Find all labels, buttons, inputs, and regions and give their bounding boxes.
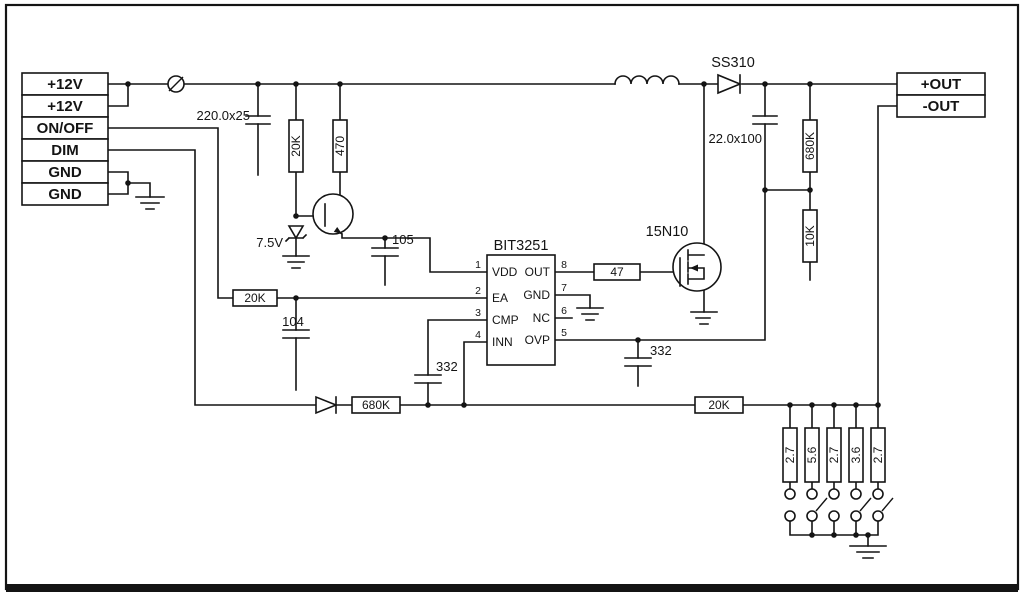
collector-resistor-value: 470 bbox=[333, 136, 347, 156]
base-resistor-value: 20K bbox=[289, 135, 303, 156]
cmp-capacitor-value: 332 bbox=[436, 359, 458, 374]
pin-number: 4 bbox=[475, 329, 481, 341]
sense-resistor-value: 2.7 bbox=[827, 446, 841, 463]
pin-label-pos-out: +OUT bbox=[921, 76, 961, 93]
feedback-top-value: 680K bbox=[803, 132, 817, 160]
pin-label-onoff: ON/OFF bbox=[37, 120, 94, 137]
vdd-capacitor: 105 bbox=[371, 232, 414, 257]
feedback-top-resistor: 680K bbox=[802, 119, 818, 173]
ovp-capacitor-value: 332 bbox=[650, 343, 672, 358]
inductor-icon bbox=[614, 75, 680, 85]
pass-transistor bbox=[312, 193, 354, 235]
pin-name-ovp: OVP bbox=[525, 333, 550, 347]
feedback-bottom-value: 10K bbox=[803, 225, 817, 246]
junction-dots bbox=[125, 81, 881, 538]
dim-diode bbox=[315, 395, 339, 415]
input-connector: +12V +12V ON/OFF DIM GND GND bbox=[21, 72, 109, 206]
pin-label-dim: DIM bbox=[51, 142, 79, 159]
pin-number: 8 bbox=[561, 259, 567, 271]
gate-resistor-value: 47 bbox=[610, 265, 624, 279]
pin-name-gnd: GND bbox=[523, 288, 550, 302]
diode-icon bbox=[717, 73, 743, 95]
schottky-name: SS310 bbox=[711, 55, 755, 71]
feedback-series-resistor: 20K bbox=[694, 396, 744, 414]
inductor bbox=[614, 75, 680, 85]
sense-resistor-bank: 2.7 5.6 2.7 3.6 2.7 bbox=[782, 427, 894, 522]
pin-name-out: OUT bbox=[525, 265, 551, 279]
sense-resistor-value: 5.6 bbox=[805, 446, 819, 463]
pin-label-gnd-1: GND bbox=[48, 164, 82, 181]
pin-name-nc: NC bbox=[533, 311, 551, 325]
dim-resistor-value: 680K bbox=[362, 398, 390, 412]
base-resistor: 20K bbox=[288, 119, 304, 173]
ea-capacitor: 104 bbox=[282, 314, 310, 339]
sense-resistor-value: 2.7 bbox=[783, 446, 797, 463]
pin-number: 3 bbox=[475, 307, 481, 319]
mosfet-name: 15N10 bbox=[646, 224, 689, 240]
schottky-diode: SS310 bbox=[711, 55, 755, 95]
pin-label-neg-out: -OUT bbox=[923, 98, 960, 115]
output-capacitor: 22.0x100 bbox=[709, 115, 778, 146]
mosfet-15n10: 15N10 bbox=[646, 224, 722, 292]
zener-icon bbox=[287, 225, 305, 240]
ground-icon bbox=[135, 196, 165, 210]
input-capacitor: 220.0x25 bbox=[197, 108, 271, 125]
ground-icon bbox=[849, 545, 887, 559]
ground-icon bbox=[690, 311, 718, 325]
pin-number: 7 bbox=[561, 282, 567, 294]
pin-number: 2 bbox=[475, 285, 481, 297]
ea-resistor-value: 20K bbox=[244, 291, 265, 305]
pin-label-gnd-2: GND bbox=[48, 186, 82, 203]
ground-icon bbox=[282, 255, 310, 269]
bottom-border-band bbox=[6, 584, 1018, 592]
jumper-pads bbox=[784, 488, 894, 522]
pin-name-ea: EA bbox=[492, 291, 508, 305]
feedback-series-value: 20K bbox=[708, 398, 729, 412]
diode-icon bbox=[315, 395, 339, 415]
cmp-capacitor: 332 bbox=[414, 359, 458, 384]
output-capacitor-value: 22.0x100 bbox=[709, 131, 763, 146]
pin-label-12v-2: +12V bbox=[47, 98, 82, 115]
ground-icon bbox=[576, 307, 604, 321]
feedback-bottom-resistor: 10K bbox=[802, 209, 818, 263]
pin-number: 1 bbox=[475, 259, 481, 271]
sense-resistor-value: 2.7 bbox=[871, 446, 885, 463]
ic-bit3251: BIT3251 1 2 3 4 VDD EA CMP INN 8 7 6 5 O… bbox=[475, 238, 567, 366]
pin-number: 6 bbox=[561, 305, 567, 317]
pin-name-cmp: CMP bbox=[492, 313, 519, 327]
collector-resistor: 470 bbox=[332, 119, 348, 173]
sense-resistor-value: 3.6 bbox=[849, 446, 863, 463]
input-capacitor-value: 220.0x25 bbox=[197, 108, 251, 123]
transistor-icon bbox=[312, 193, 354, 235]
fuse bbox=[167, 75, 185, 93]
pin-number: 5 bbox=[561, 327, 567, 339]
pin-label-12v-1: +12V bbox=[47, 76, 82, 93]
zener-diode: 7.5V bbox=[256, 225, 308, 250]
dim-resistor: 680K bbox=[351, 396, 401, 414]
zener-value: 7.5V bbox=[256, 235, 283, 250]
ea-capacitor-value: 104 bbox=[282, 314, 304, 329]
gate-resistor: 47 bbox=[593, 263, 641, 281]
ground-symbols bbox=[135, 196, 887, 559]
pin-name-vdd: VDD bbox=[492, 265, 518, 279]
ic-name: BIT3251 bbox=[494, 238, 549, 254]
pin-name-inn: INN bbox=[492, 335, 513, 349]
ea-resistor: 20K bbox=[232, 289, 278, 307]
ovp-capacitor: 332 bbox=[624, 343, 672, 367]
vdd-capacitor-value: 105 bbox=[392, 232, 414, 247]
output-connector: +OUT -OUT bbox=[896, 72, 986, 118]
